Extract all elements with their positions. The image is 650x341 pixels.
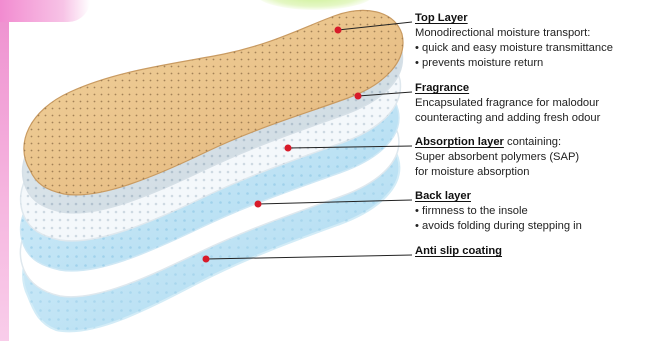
callout-dot-absorption (285, 145, 292, 152)
callout-dot-fragrance (355, 93, 362, 100)
label-top-layer-title: Top Layer (415, 12, 468, 24)
callout-dot-back-layer (255, 201, 262, 208)
label-anti-slip: Anti slip coating (415, 244, 650, 259)
callout-dot-anti-slip (203, 256, 210, 263)
label-top-layer-line-3: • prevents moisture return (415, 56, 650, 71)
label-fragrance-title: Fragrance (415, 82, 469, 94)
callout-dot-top-layer (335, 27, 342, 34)
label-absorption-line-1: Super absorbent polymers (SAP) (415, 150, 650, 165)
label-back-layer: Back layer • firmness to the insole • av… (415, 189, 650, 234)
label-top-layer-line-2: • quick and easy moisture transmittance (415, 41, 650, 56)
label-absorption: Absorption layer containing: Super absor… (415, 135, 650, 180)
label-fragrance-line-1: Encapsulated fragrance for malodour (415, 96, 650, 111)
label-absorption-line-2: for moisture absorption (415, 165, 650, 180)
label-absorption-title: Absorption layer (415, 136, 504, 148)
label-anti-slip-title: Anti slip coating (415, 245, 502, 257)
label-top-layer: Top Layer Monodirectional moisture trans… (415, 11, 650, 71)
label-back-layer-line-1: • firmness to the insole (415, 204, 650, 219)
label-fragrance-line-2: counteracting and adding fresh odour (415, 111, 650, 126)
label-top-layer-line-1: Monodirectional moisture transport: (415, 26, 650, 41)
label-back-layer-title: Back layer (415, 190, 471, 202)
label-back-layer-line-2: • avoids folding during stepping in (415, 219, 650, 234)
label-absorption-title-suffix: containing: (504, 136, 561, 148)
label-fragrance: Fragrance Encapsulated fragrance for mal… (415, 81, 650, 126)
